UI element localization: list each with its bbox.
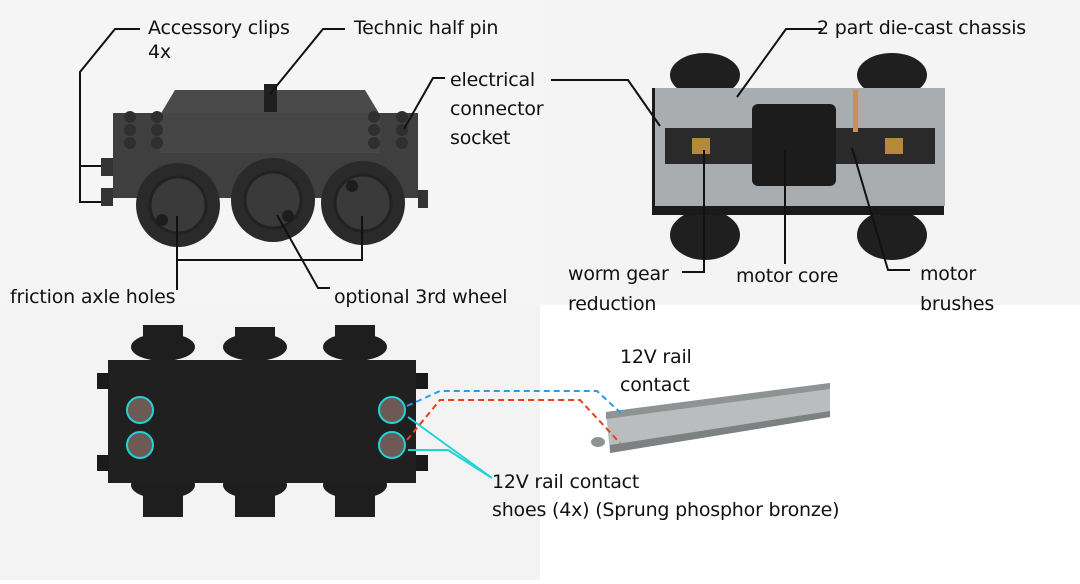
label-rail-contact: 12V rail contact (620, 343, 692, 399)
panel-motor-underside (0, 305, 540, 580)
callout-connector-socket (551, 79, 661, 127)
label-line: socket (450, 127, 511, 149)
motor-base (108, 360, 416, 483)
motor-underside-photo (97, 325, 428, 517)
callout-technic-pin (269, 28, 345, 95)
label-motor-brushes: motor brushes (920, 259, 994, 319)
studs (124, 111, 408, 149)
label-line: worm gear (568, 263, 669, 285)
label-line: 12V rail contact (492, 471, 640, 493)
motor-brush (853, 90, 858, 132)
label-line: contact (620, 374, 690, 396)
callout-motor-brushes (851, 147, 910, 271)
motor-side-photo (101, 84, 428, 247)
label-optional-3rd-wheel: optional 3rd wheel (334, 286, 508, 308)
panel-motor-internals (540, 0, 1080, 305)
worm-gear (692, 138, 710, 154)
label-line: electrical (450, 69, 536, 91)
callout-optional-3rd-wheel (276, 214, 330, 289)
callout-worm-gear (682, 150, 705, 273)
label-line: Accessory clips (148, 17, 290, 39)
contact-shoes (126, 396, 406, 459)
label-worm-gear: worm gear reduction (568, 259, 669, 319)
rail (606, 383, 830, 453)
label-line: reduction (568, 293, 657, 315)
callout-contact-shoes (407, 416, 493, 479)
blue-dashed-wire (406, 390, 624, 416)
motor-internals-photo (652, 53, 945, 260)
callout-electrical-connector (403, 77, 445, 130)
wheels (136, 158, 405, 247)
callout-accessory-clips (79, 28, 140, 203)
label-line: brushes (920, 293, 995, 315)
label-contact-shoes: 12V rail contact shoes (4x) (Sprung phos… (492, 468, 840, 524)
label-line: 12V rail (620, 346, 692, 368)
accessory-clips (101, 158, 428, 208)
rail-photo (591, 383, 830, 453)
panel-motor-side-view (0, 0, 540, 305)
label-line: motor (920, 263, 977, 285)
red-dashed-wire (406, 399, 621, 444)
label-electrical-connector: electrical connector socket (450, 66, 544, 153)
label-accessory-clips: Accessory clips 4x (148, 16, 290, 64)
technic-half-pin (264, 84, 277, 112)
motor-core (752, 104, 836, 186)
label-chassis: 2 part die-cast chassis (817, 17, 1027, 39)
label-motor-core: motor core (736, 265, 839, 287)
label-friction-axle-holes: friction axle holes (10, 286, 176, 308)
callout-chassis (736, 28, 822, 98)
label-technic-half-pin: Technic half pin (354, 17, 499, 39)
panel-rail (540, 305, 1080, 580)
label-line: connector (450, 98, 544, 120)
label-line: 4x (148, 41, 171, 63)
label-line: shoes (4x) (Sprung phosphor bronze) (492, 499, 840, 521)
wheels (670, 53, 927, 260)
